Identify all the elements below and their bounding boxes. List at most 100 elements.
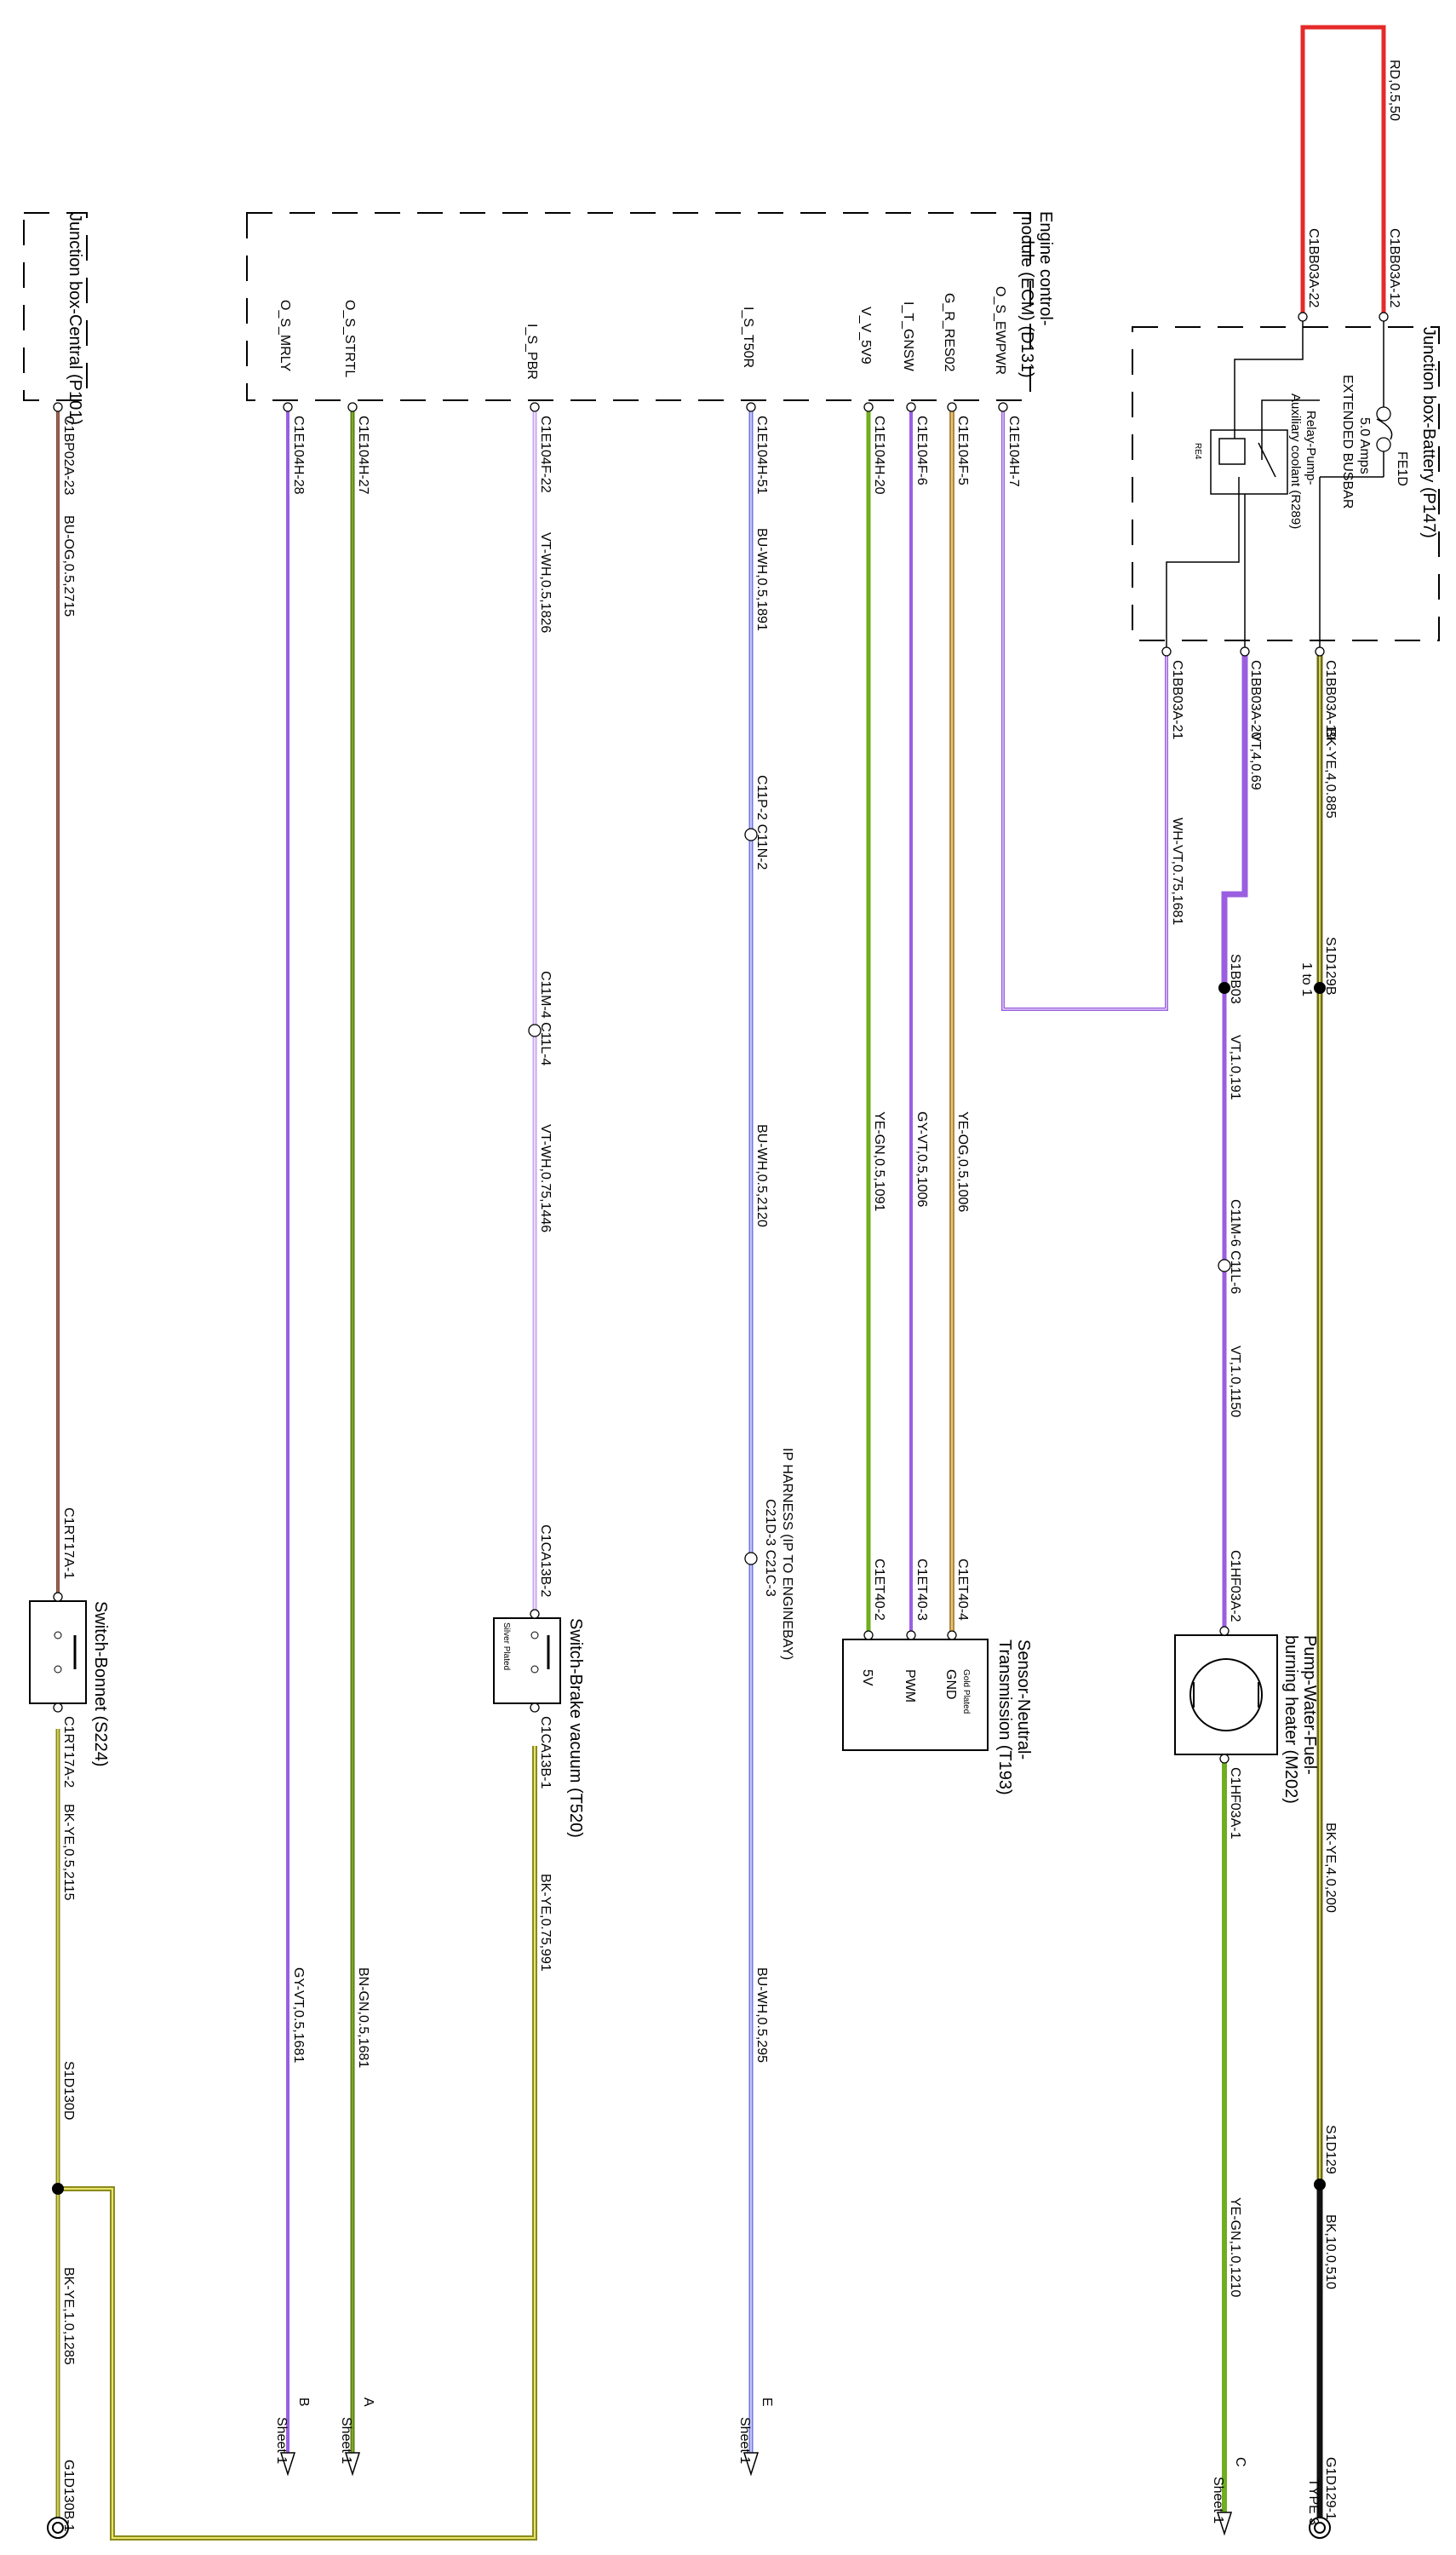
wire-bk-ye-991[interactable] bbox=[58, 1746, 537, 2541]
title-sw-bonnet: Switch-Bonnet (S224) bbox=[91, 1601, 110, 1767]
label: BK-YE,0.5,2115 bbox=[61, 1804, 76, 1901]
title-jb-battery: Junction box-Battery (P147) bbox=[1419, 327, 1438, 538]
label: IP HARNESS (IP TO ENGINEBAY) bbox=[780, 1448, 794, 1660]
battery-box-internals bbox=[1166, 317, 1384, 652]
label: FE1D bbox=[1395, 451, 1409, 486]
label: C1HF03A-1 bbox=[1228, 1767, 1242, 1840]
label: C1BB03A-19 bbox=[1323, 660, 1338, 739]
label: C1RT17A-1 bbox=[61, 1507, 76, 1579]
label: C21D-3 C21C-3 bbox=[763, 1499, 777, 1597]
label: 5V bbox=[860, 1669, 874, 1686]
ecm-pin-v-v-5v9: V_V_5V9 bbox=[858, 307, 873, 365]
label: Silver Plated bbox=[502, 1622, 511, 1670]
label: Sheet 1 bbox=[339, 2417, 353, 2464]
label: YE-GN,1.0,1210 bbox=[1228, 2197, 1242, 2298]
label: C11M-6 C11L-6 bbox=[1228, 1199, 1242, 1295]
label: 1 to 1 bbox=[1299, 962, 1314, 996]
ecm-pin-i-s-t50r: I_S_T50R bbox=[741, 307, 755, 368]
label: C11P-2 C11N-2 bbox=[754, 775, 769, 870]
label: BU-OG,0.5,2715 bbox=[61, 515, 76, 617]
label: YE-OG,0.5,1006 bbox=[955, 1111, 970, 1212]
label: RD,0.5,50 bbox=[1387, 60, 1402, 121]
label: PWM bbox=[903, 1669, 917, 1702]
label: C1E104H-51 bbox=[754, 416, 769, 495]
label: VT-WH,0.75,1446 bbox=[538, 1124, 553, 1232]
label: C1ET40-4 bbox=[955, 1559, 970, 1621]
label: C1E104H-28 bbox=[291, 416, 306, 495]
wire-vt-4[interactable] bbox=[1221, 652, 1248, 988]
label: YE-GN,0.5,1091 bbox=[872, 1111, 886, 1212]
switch-brake-body bbox=[493, 1617, 561, 1704]
title-ecm-1: Engine control- bbox=[1036, 211, 1055, 326]
ecm-pin-g-r-res02: G_R_RES02 bbox=[942, 293, 956, 372]
label: BK-YE,1.0,1285 bbox=[61, 2267, 76, 2365]
label: S1BB03 bbox=[1228, 954, 1242, 1004]
connector-pins bbox=[47, 312, 1389, 2539]
label: C1ET40-2 bbox=[872, 1559, 886, 1621]
label: VT,1.0,1150 bbox=[1228, 1346, 1242, 1417]
label: TYPE 3 bbox=[1306, 2478, 1321, 2525]
wire-rd[interactable] bbox=[1300, 25, 1386, 317]
wire-wh-vt[interactable] bbox=[1001, 407, 1168, 1011]
ecm-pin-i-t-gnsw: I_T_GNSW bbox=[901, 301, 915, 372]
label: BK,10.0,510 bbox=[1323, 2214, 1338, 2289]
label: GY-VT,0.5,1006 bbox=[914, 1111, 929, 1207]
labels: Junction box-Central (P101) Engine contr… bbox=[61, 60, 1438, 2532]
label: WH-VT,0.75,1681 bbox=[1170, 818, 1184, 925]
engine-control-module bbox=[246, 212, 1031, 401]
label: A bbox=[361, 2397, 375, 2407]
label: C1HF03A-2 bbox=[1228, 1550, 1242, 1622]
label: C1ET40-3 bbox=[914, 1559, 929, 1621]
label: Sheet 1 bbox=[1211, 2477, 1225, 2523]
label: 5.0 Amps bbox=[1357, 417, 1372, 474]
pump-heater bbox=[1174, 1634, 1278, 1755]
label: Auxiliary coolant (R289) bbox=[1288, 393, 1303, 529]
junction-box-central bbox=[23, 212, 88, 401]
label: C1BP02A-23 bbox=[61, 416, 76, 495]
label: BK-YE,4.0,200 bbox=[1323, 1823, 1338, 1913]
label: VT,4,0.69 bbox=[1248, 732, 1263, 790]
label: VT,1.0,191 bbox=[1228, 1035, 1242, 1100]
label: BK-YE,0.75,991 bbox=[538, 1874, 553, 1972]
label: S1D130D bbox=[61, 2061, 76, 2120]
label: C1CA13B-1 bbox=[538, 1716, 553, 1788]
label: B bbox=[296, 2397, 311, 2407]
label: C1RT17A-2 bbox=[61, 1716, 76, 1788]
label: C11M-4 C11L-4 bbox=[538, 971, 553, 1066]
label: GY-VT,0.5,1681 bbox=[291, 1967, 306, 2063]
label: RE4 bbox=[1193, 443, 1202, 460]
ecm-pin-o-s-strtl: O_S_STRTL bbox=[342, 300, 357, 377]
label: EXTENDED BUSBAR bbox=[1340, 375, 1355, 508]
label: G1D129-1 bbox=[1323, 2457, 1338, 2520]
title-pump-2: burning heater (M202) bbox=[1281, 1635, 1300, 1804]
label: C1BB03A-20 bbox=[1248, 660, 1263, 739]
label: C bbox=[1233, 2457, 1247, 2467]
junction-box-battery bbox=[1132, 326, 1440, 641]
wires bbox=[55, 25, 1386, 2541]
label: C1BB03A-22 bbox=[1306, 228, 1321, 307]
label: C1E104H-7 bbox=[1006, 416, 1021, 487]
title-sw-brake: Switch-Brake vacuum (T520) bbox=[566, 1618, 585, 1838]
title-jb-central: Junction box-Central (P101) bbox=[66, 213, 84, 425]
label: C1BB03A-21 bbox=[1170, 660, 1184, 739]
label: Sheet 1 bbox=[274, 2417, 289, 2464]
ecm-pin-o-s-ewpwr: O_S_EWPWR bbox=[993, 286, 1007, 375]
label: C1E104H-20 bbox=[872, 416, 886, 495]
label: BN-GN,0.5,1681 bbox=[356, 1967, 370, 2068]
label: C1E104F-5 bbox=[955, 416, 970, 485]
label: VT-WH,0.5,1826 bbox=[538, 532, 553, 633]
label: C1BB03A-12 bbox=[1387, 228, 1402, 307]
switch-bonnet-body bbox=[29, 1600, 87, 1704]
label: E bbox=[760, 2397, 774, 2407]
ecm-pin-o-s-mrly: O_S_MRLY bbox=[278, 300, 292, 372]
title-sensor-1: Sensor-Neutral- bbox=[1014, 1639, 1033, 1760]
label: Gold Plated bbox=[961, 1669, 971, 1714]
title-sensor-2: Transmission (T193) bbox=[995, 1639, 1014, 1795]
label: G1D130B-1 bbox=[61, 2460, 76, 2532]
label: S1D129 bbox=[1323, 2125, 1338, 2174]
label: BU-WH,0.5,1891 bbox=[754, 528, 769, 631]
label: BU-WH,0.5,2120 bbox=[754, 1124, 769, 1227]
label: C1CA13B-2 bbox=[538, 1524, 553, 1597]
title-ecm-2: module (ECM) (D131) bbox=[1017, 211, 1036, 378]
